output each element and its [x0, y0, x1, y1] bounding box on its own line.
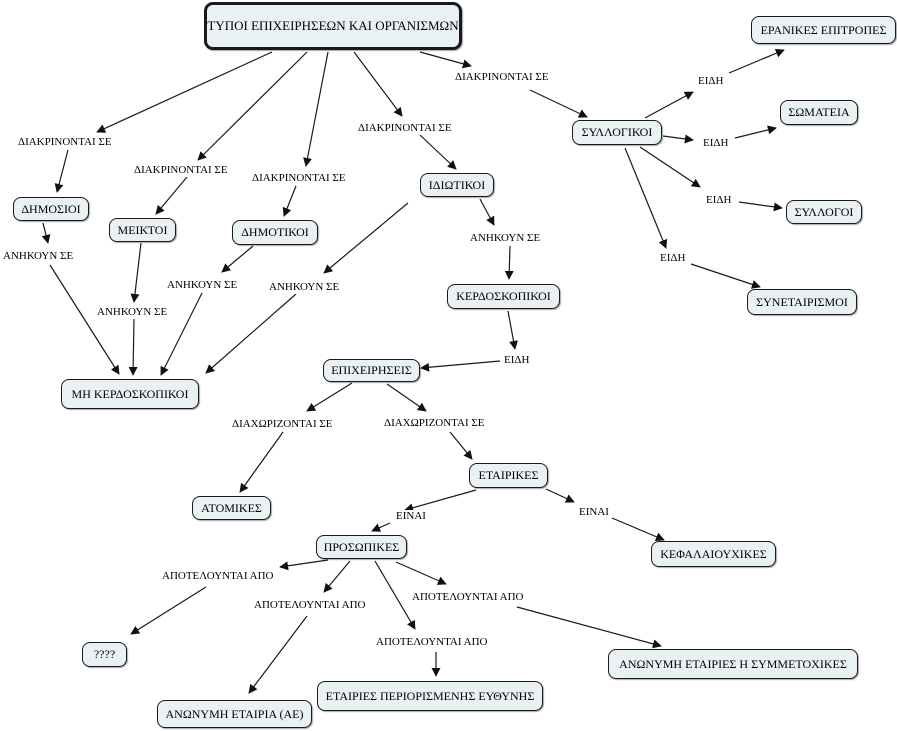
- node-syllogoi[interactable]: ΣΥΛΛΟΓΟΙ: [786, 200, 862, 224]
- connector-arrow: [419, 134, 457, 170]
- connector-arrow: [205, 293, 297, 374]
- connector-arrow: [323, 202, 409, 274]
- connector-arrow: [248, 615, 308, 694]
- connector-arrow: [504, 245, 514, 280]
- connector-arrow: [282, 185, 297, 217]
- link-label-apoteloyntai: ΑΠΟΤΕΛΟΥΝΤΑΙ ΑΠΟ: [376, 636, 488, 649]
- connector-arrow: [728, 48, 785, 74]
- connector-arrow: [49, 264, 120, 375]
- connector-arrow: [395, 561, 447, 585]
- connector-arrow: [353, 51, 403, 117]
- connector-arrow: [155, 176, 188, 215]
- connector-arrow: [734, 125, 777, 139]
- connector-arrow: [624, 147, 668, 249]
- connector-arrow: [545, 488, 575, 503]
- connector-arrow: [419, 51, 472, 69]
- connector-arrow: [279, 559, 329, 571]
- link-label-diakrinontai: ΔΙΑΚΡΙΝΟΝΤΑΙ ΣΕ: [252, 172, 346, 185]
- connector-arrow: [197, 51, 308, 161]
- link-label-diaxorizontai: ΔΙΑΧΩΡΙΖΟΝΤΑΙ ΣΕ: [384, 417, 485, 430]
- node-anonymi-symmetoxikes[interactable]: ΑΝΩΝΥΜΗ ΕΤΑΙΡΙΕΣ Η ΣΥΜΜΕΤΟΧΙΚΕΣ: [608, 649, 858, 679]
- node-mi-kerdoskopikoi[interactable]: ΜΗ ΚΕΡΔΟΣΚΟΠΙΚΟΙ: [61, 379, 199, 409]
- node-prosopikes[interactable]: ΠΡΟΣΩΠΙΚΕΣ: [316, 535, 407, 559]
- node-idiotikoi[interactable]: ΙΔΙΩΤΙΚΟΙ: [420, 173, 494, 197]
- node-syllogikoi[interactable]: ΣΥΛΛΟΓΙΚΟΙ: [572, 120, 662, 145]
- connector-arrow: [516, 606, 662, 649]
- connector-arrow: [690, 263, 761, 289]
- link-label-einai: ΕΙΝΑΙ: [579, 506, 609, 519]
- connector-arrow: [529, 89, 588, 118]
- link-label-apoteloyntai: ΑΠΟΤΕΛΟΥΝΤΑΙ ΑΠΟ: [412, 591, 524, 604]
- connector-arrow: [303, 51, 329, 167]
- connector-arrow: [386, 383, 427, 412]
- link-label-eidi: ΕΙΔΗ: [504, 354, 530, 367]
- connector-arrow: [130, 586, 207, 635]
- link-label-anikoun: ΑΝΗΚΟΥΝ ΣΕ: [3, 250, 74, 263]
- node-epixeiriseis[interactable]: ΕΠΙΧΕΙΡΗΣΕΙΣ: [323, 359, 420, 382]
- connector-arrow: [449, 431, 473, 460]
- connector-arrow: [130, 242, 142, 303]
- link-label-eidi: ΕΙΔΗ: [660, 252, 686, 265]
- link-label-anikoun: ΑΝΗΚΟΥΝ ΣΕ: [167, 279, 238, 292]
- node-somateia[interactable]: ΣΩΜΑΤΕΙΑ: [780, 100, 858, 125]
- connector-arrow: [374, 560, 416, 630]
- connector-arrow: [239, 431, 284, 493]
- link-label-diakrinontai: ΔΙΑΚΡΙΝΟΝΤΑΙ ΣΕ: [134, 164, 228, 177]
- node-epe[interactable]: ΕΤΑΙΡΙΕΣ ΠΕΡΙΟΡΙΣΜΕΝΗΣ ΕΥΘΥΝΗΣ: [317, 681, 543, 711]
- connector-arrow: [41, 222, 51, 244]
- link-label-diaxorizontai: ΔΙΑΧΩΡΙΖΟΝΤΑΙ ΣΕ: [232, 418, 333, 431]
- connector-arrow: [404, 489, 477, 513]
- node-root[interactable]: ΤΥΠΟΙ ΕΠΙΧΕΙΡΗΣΕΩΝ ΚΑΙ ΟΡΓΑΝΙΣΜΩΝ: [204, 2, 462, 50]
- node-synetairismoi[interactable]: ΣΥΝΕΤΑΙΡΙΣΜΟΙ: [747, 289, 857, 315]
- link-label-anikoun: ΑΝΗΚΟΥΝ ΣΕ: [97, 306, 168, 319]
- connector-arrow: [639, 146, 701, 188]
- connector-arrow: [128, 318, 138, 376]
- link-label-apoteloyntai: ΑΠΟΤΕΛΟΥΝΤΑΙ ΑΠΟ: [162, 570, 274, 583]
- node-dimotikoi[interactable]: ΔΗΜΟΤΙΚΟΙ: [232, 220, 318, 245]
- link-label-eidi: ΕΙΔΗ: [703, 137, 729, 150]
- link-label-diakrinontai: ΔΙΑΚΡΙΝΟΝΤΑΙ ΣΕ: [18, 136, 112, 149]
- link-label-diakrinontai: ΔΙΑΚΡΙΝΟΝΤΑΙ ΣΕ: [455, 71, 549, 84]
- link-label-anikoun: ΑΝΗΚΟΥΝ ΣΕ: [269, 281, 340, 294]
- connector-arrow: [738, 201, 783, 212]
- node-meiktoi[interactable]: ΜΕΙΚΤΟΙ: [109, 218, 176, 242]
- link-label-apoteloyntai: ΑΠΟΤΕΛΟΥΝΤΑΙ ΑΠΟ: [254, 599, 366, 612]
- node-kefalaiouxikes[interactable]: ΚΕΦΑΛΑΙΟΥΧΙΚΕΣ: [651, 541, 776, 567]
- connector-arrow: [54, 149, 69, 193]
- connector-arrow: [611, 517, 665, 541]
- node-atomikes[interactable]: ΑΤΟΜΙΚΕΣ: [192, 496, 271, 520]
- link-label-eidi: ΕΙΔΗ: [706, 194, 732, 207]
- connector-arrow: [160, 292, 203, 376]
- connector-arrow: [507, 310, 518, 350]
- node-kerdoskopikoi[interactable]: ΚΕΡΔΟΣΚΟΠΙΚΟΙ: [447, 284, 560, 309]
- connector-arrow: [221, 245, 254, 273]
- node-etairikes[interactable]: ΕΤΑΙΡΙΚΕΣ: [469, 463, 548, 488]
- connector-arrow: [662, 134, 694, 144]
- connector-arrow: [371, 522, 391, 532]
- link-label-diakrinontai: ΔΙΑΚΡΙΝΟΝΤΑΙ ΣΕ: [358, 122, 452, 135]
- link-label-anikoun: ΑΝΗΚΟΥΝ ΣΕ: [470, 232, 541, 245]
- node-anonymi-etairia[interactable]: ΑΝΩΝΥΜΗ ΕΤΑΙΡΙΑ (ΑΕ): [157, 700, 312, 728]
- connector-arrow: [479, 198, 495, 226]
- connector-arrow: [306, 382, 353, 412]
- node-eranikes[interactable]: ΕΡΑΝΙΚΕΣ ΕΠΙΤΡΟΠΕΣ: [751, 16, 896, 44]
- connector-arrow: [420, 360, 501, 372]
- connector-arrow: [96, 51, 273, 133]
- node-unknown[interactable]: ????: [82, 642, 127, 667]
- node-dimosioi[interactable]: ΔΗΜΟΣΙΟΙ: [13, 197, 89, 221]
- connector-arrow: [644, 91, 694, 119]
- connector-arrow: [323, 560, 351, 593]
- link-label-einai: ΕΙΝΑΙ: [396, 510, 426, 523]
- link-label-eidi: ΕΙΔΗ: [698, 75, 724, 88]
